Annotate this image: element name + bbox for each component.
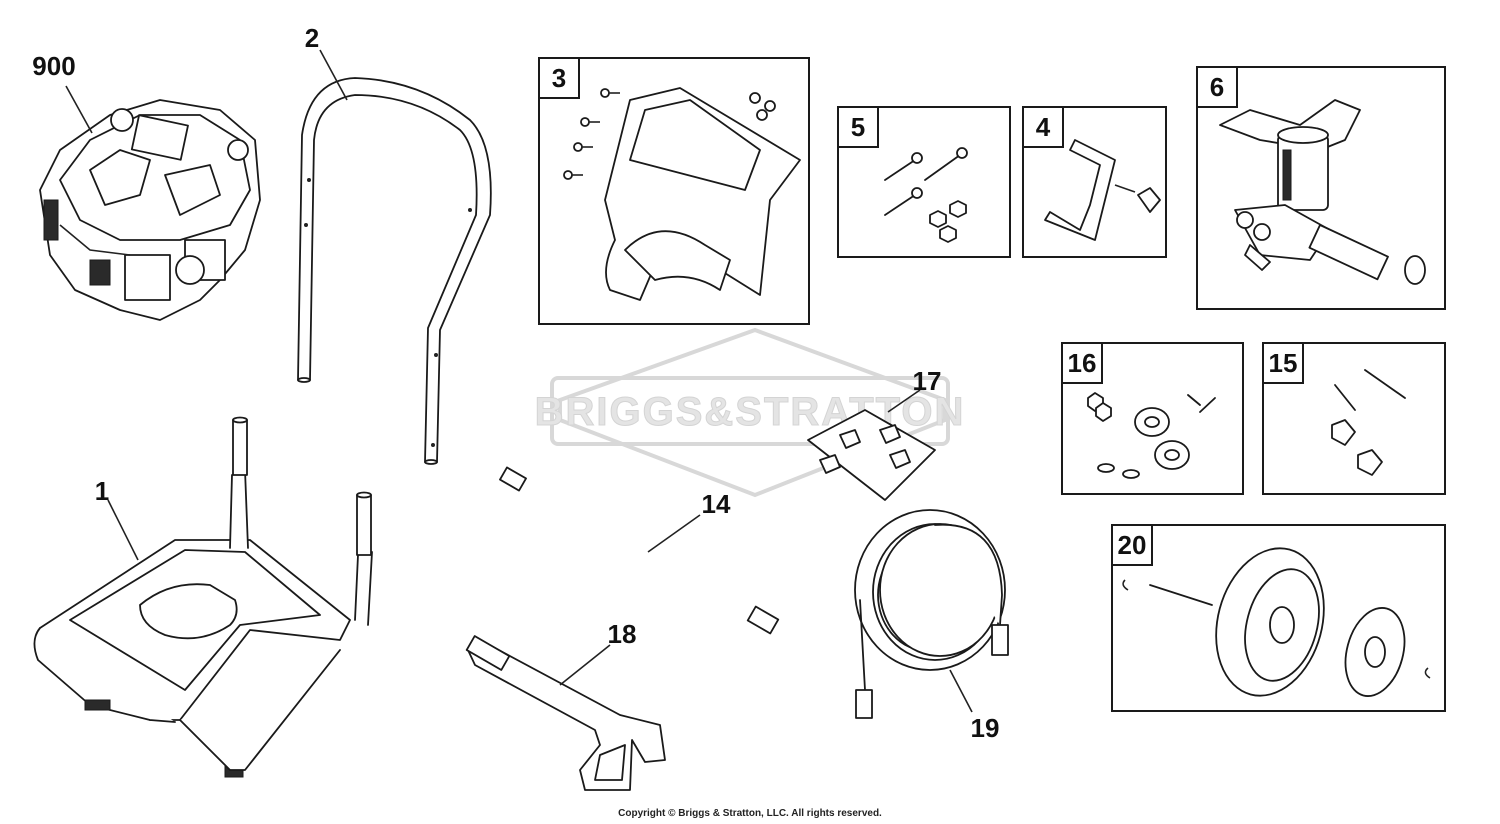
callout-20: 20: [1118, 530, 1147, 560]
callout-19: 19: [971, 713, 1000, 743]
callout-14: 14: [702, 489, 731, 519]
callout-5: 5: [851, 112, 865, 142]
wheel-illustration: [1122, 547, 1431, 697]
callout-900: 900: [32, 51, 75, 81]
bracket-illustration: [563, 87, 801, 301]
knobs-illustration: [1331, 369, 1406, 476]
watermark-text: BRIGGS&STRATTON: [535, 390, 966, 434]
callout-2: 2: [305, 23, 319, 53]
callout-3: 3: [552, 63, 566, 93]
part-box-3-label: [538, 57, 580, 99]
pump-illustration: [1219, 99, 1426, 285]
wand-illustration: [499, 466, 780, 635]
callout-4: 4: [1036, 112, 1051, 142]
nozzle-pack-illustration: [807, 409, 936, 501]
bolts-illustration: [884, 147, 968, 243]
part-box-20-label: [1111, 524, 1153, 566]
callout-6: 6: [1210, 72, 1224, 102]
callout-17: 17: [913, 366, 942, 396]
part-box-5-label: [837, 106, 879, 148]
hose-illustration: [854, 509, 1009, 719]
callout-16: 16: [1068, 348, 1097, 378]
engine-illustration: [39, 99, 261, 321]
callout-18: 18: [608, 619, 637, 649]
holder-illustration: [1044, 139, 1161, 241]
part-box-16-label: [1061, 342, 1103, 384]
part-box-15-label: [1262, 342, 1304, 384]
handle-illustration: [297, 77, 492, 465]
bearings-illustration: [1087, 392, 1216, 479]
callout-15: 15: [1269, 348, 1298, 378]
part-box-4-label: [1022, 106, 1064, 148]
frame-illustration: [33, 416, 373, 778]
callout-1: 1: [95, 476, 109, 506]
spray-gun-illustration: [465, 635, 666, 791]
part-box-6-label: [1196, 66, 1238, 108]
copyright-notice: Copyright © Briggs & Stratton, LLC. All …: [618, 808, 882, 819]
